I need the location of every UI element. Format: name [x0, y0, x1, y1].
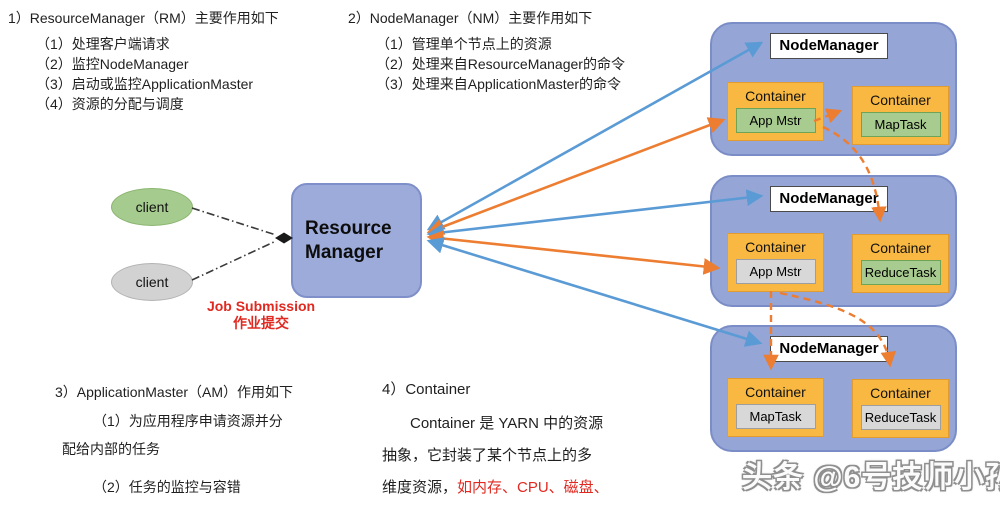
job-submission-caption: Job Submission 作业提交 — [185, 298, 337, 332]
resource-manager-label: Resource Manager — [305, 217, 392, 263]
container-label: Container — [745, 88, 806, 104]
nodemanager-label: NodeManager — [770, 33, 888, 59]
task-reducetask: ReduceTask — [860, 260, 941, 285]
note-line: 配给内部的任务 — [62, 441, 160, 457]
nodemanager-block-3: NodeManager Container MapTask Container … — [710, 325, 957, 452]
nodemanager-label: NodeManager — [770, 186, 888, 212]
note-item: （1）管理单个节点上的资源 — [376, 36, 552, 52]
container-label: Container — [745, 239, 806, 255]
container-box: Container ReduceTask — [852, 234, 949, 293]
container-box: Container MapTask — [852, 86, 949, 145]
nodemanager-block-1: NodeManager Container App Mstr Container… — [710, 22, 957, 156]
task-maptask: MapTask — [860, 112, 941, 137]
task-reducetask: ReduceTask — [860, 405, 941, 430]
note-item: （3）启动或监控ApplicationMaster — [36, 76, 254, 92]
note-line: Container 是 YARN 中的资源 — [410, 415, 604, 432]
note-container: 4）Container Container 是 YARN 中的资源 抽象，它封装… — [382, 378, 609, 505]
watermark: 头条 @6号技师小孙 — [742, 461, 1000, 494]
container-label: Container — [870, 240, 931, 256]
note-line-red: 如内存、CPU、磁盘、 — [457, 479, 609, 496]
job-submission-en: Job Submission — [206, 298, 316, 314]
note-line: 抽象，它封装了某个节点上的多 — [382, 447, 593, 464]
container-box: Container ReduceTask — [852, 379, 949, 438]
container-label: Container — [870, 92, 931, 108]
note-title: 4）Container — [382, 381, 471, 398]
client-node-1: client — [111, 188, 193, 226]
note-item: （1）处理客户端请求 — [36, 36, 170, 52]
note-item: （2）监控NodeManager — [36, 56, 189, 72]
task-app-mstr: App Mstr — [735, 259, 816, 284]
note-title: 1）ResourceManager（RM）主要作用如下 — [8, 10, 279, 26]
container-box: Container MapTask — [727, 378, 824, 437]
task-app-mstr: App Mstr — [735, 108, 816, 133]
nodemanager-label: NodeManager — [770, 336, 888, 362]
note-resourcemanager: 1）ResourceManager（RM）主要作用如下 （1）处理客户端请求 （… — [8, 8, 279, 114]
resource-manager-box: Resource Manager — [291, 183, 422, 298]
client-to-rm-arrows — [191, 207, 277, 281]
note-item: （3）处理来自ApplicationMaster的命令 — [376, 76, 622, 92]
note-line: （2）任务的监控与容错 — [93, 479, 241, 495]
note-nodemanager: 2）NodeManager（NM）主要作用如下 （1）管理单个节点上的资源 （2… — [348, 8, 625, 94]
container-box: Container App Mstr — [727, 233, 824, 292]
container-label: Container — [745, 384, 806, 400]
container-box: Container App Mstr — [727, 82, 824, 141]
note-item: （2）处理来自ResourceManager的命令 — [376, 56, 625, 72]
task-maptask: MapTask — [735, 404, 816, 429]
note-line-black: 维度资源， — [382, 479, 458, 496]
note-line: 维度资源，如内存、CPU、磁盘、 — [382, 476, 609, 497]
note-line: （1）为应用程序申请资源并分 — [93, 413, 283, 429]
note-applicationmaster: 3）ApplicationMaster（AM）作用如下 （1）为应用程序申请资源… — [55, 382, 293, 497]
job-submission-zh: 作业提交 — [233, 315, 289, 331]
note-title: 3）ApplicationMaster（AM）作用如下 — [55, 384, 294, 400]
client-node-2: client — [111, 263, 193, 301]
container-label: Container — [870, 385, 931, 401]
note-title: 2）NodeManager（NM）主要作用如下 — [348, 10, 593, 26]
nodemanager-block-2: NodeManager Container App Mstr Container… — [710, 175, 957, 307]
note-item: （4）资源的分配与调度 — [36, 96, 184, 112]
